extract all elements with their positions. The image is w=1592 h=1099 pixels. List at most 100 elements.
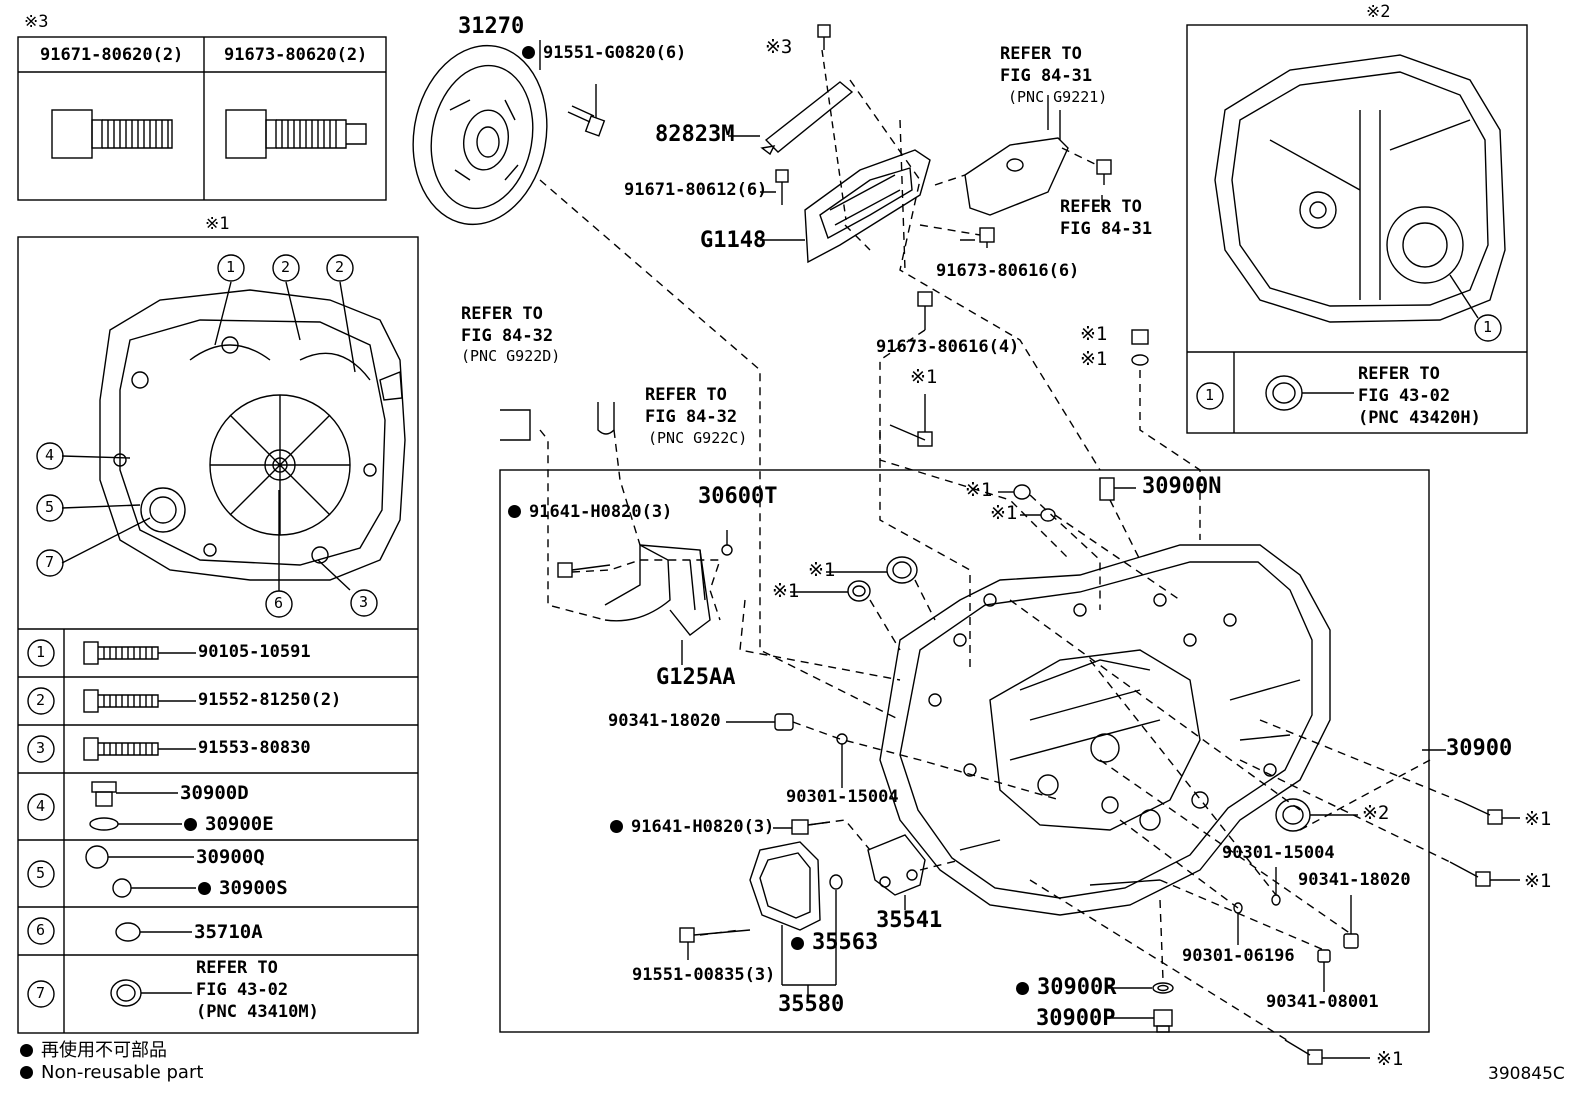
mark-1-ring-b: ※1 (990, 502, 1018, 524)
non-reusable-dot-icon (1016, 982, 1029, 995)
mark-1-plug: ※1 (1080, 323, 1108, 345)
part-35563-wrap: 35563 (791, 932, 878, 954)
non-reusable-dot-icon (791, 937, 804, 950)
transmission-housing-left-icon (99, 289, 406, 581)
callout-2b: 2 (335, 258, 345, 276)
mark-1-seal-b: ※1 (772, 580, 800, 602)
row-5-part-b-wrap: 30900S (198, 879, 288, 898)
legend-jp-text: 再使用不可部品 (41, 1040, 167, 1061)
seal-43410M-icon (110, 979, 192, 1007)
right-ref-c: (PNC 43420H) (1358, 408, 1481, 428)
drain-plug-icon (91, 781, 178, 807)
mark-1-seal-a: ※1 (808, 559, 836, 581)
right-row-num: 1 (1205, 386, 1215, 404)
callout-4: 4 (45, 446, 55, 464)
part-91551-g0820: 91551-G0820(6) (543, 43, 687, 63)
row-1-num: 1 (36, 643, 46, 661)
row-2-part: 91552-81250(2) (198, 690, 342, 710)
ref-922C-c: (PNC G922C) (648, 429, 748, 447)
transmission-main-icon (879, 544, 1331, 916)
part-90301-15004-a: 90301-15004 (786, 787, 899, 807)
non-reusable-dot-icon (610, 820, 623, 833)
part-G1148: G1148 (700, 228, 767, 253)
ref-922C-b: FIG 84-32 (645, 407, 738, 427)
plug-30900Q-icon (85, 845, 194, 869)
oil-cooler-pipe-G125AA-icon (604, 543, 711, 665)
part-30900R: 30900R (1037, 975, 1117, 1000)
cover-35580-icon (749, 841, 837, 1000)
non-reusable-dot-icon (198, 882, 211, 895)
part-90341-18020-b: 90341-18020 (1298, 870, 1411, 890)
bolt-90105-icon (83, 641, 196, 665)
row-3-part: 91553-80830 (198, 738, 311, 758)
gasket-icon (89, 817, 182, 831)
bracket-82823M-icon (728, 81, 854, 156)
mark-1-bolt-r2: ※1 (1524, 870, 1552, 892)
part-91641-b-wrap: 91641-H0820(3) (610, 818, 774, 836)
mark-3-top: ※3 (765, 36, 793, 58)
legend-en-text: Non-reusable part (41, 1062, 204, 1083)
ref-8431-a: REFER TO (1060, 197, 1142, 217)
row-5-part-b: 30900S (219, 877, 288, 899)
callout-6: 6 (274, 594, 284, 612)
control-module-G1148-icon (760, 149, 931, 264)
seal-35710A-icon (115, 922, 192, 942)
part-90341-08001: 90341-08001 (1266, 992, 1379, 1012)
part-31270: 31270 (458, 14, 525, 39)
callout-3: 3 (359, 593, 369, 611)
callout-2a: 2 (281, 258, 291, 276)
row-6-num: 6 (36, 921, 46, 939)
top-table-part-b: 91673-80620(2) (224, 45, 368, 65)
row-4-part-b-wrap: 30900E (184, 815, 274, 834)
ref-8431-b: FIG 84-31 (1060, 219, 1153, 239)
row-7-ref-a: REFER TO (196, 958, 278, 978)
mark-3-label: ※3 (24, 12, 49, 32)
part-30900N: 30900N (1142, 474, 1222, 499)
ref-G9221-b: FIG 84-31 (1000, 66, 1093, 86)
row-4-num: 4 (36, 797, 46, 815)
ref-G9221-c: (PNC G9221) (1008, 88, 1108, 106)
part-35541: 35541 (876, 908, 943, 933)
ref-G9221-a: REFER TO (1000, 44, 1082, 64)
legend-en: Non-reusable part (20, 1062, 203, 1083)
row-5-part-a: 30900Q (196, 846, 265, 868)
mark-2-label: ※2 (1366, 2, 1391, 22)
row-6-part: 35710A (194, 921, 263, 943)
top-table-part-a: 91671-80620(2) (40, 45, 184, 65)
bolt-91553-icon (83, 737, 196, 761)
part-91551-g0820-wrap: 91551-G0820(6) (522, 44, 686, 62)
row-4-part-a: 30900D (180, 782, 249, 804)
row-4-part-b: 30900E (205, 813, 274, 835)
part-G125AA: G125AA (656, 665, 736, 690)
bolt-91552-icon (83, 689, 196, 713)
bolt-91551-icon (567, 84, 606, 137)
mark-1-gasket: ※1 (1080, 348, 1108, 370)
mark-1-ring-a: ※1 (965, 479, 993, 501)
callout-5: 5 (45, 498, 55, 516)
bolt-91673-icon (225, 109, 367, 159)
part-91641-b: 91641-H0820(3) (631, 817, 775, 837)
right-housing-callout: 1 (1483, 318, 1493, 336)
right-ref-a: REFER TO (1358, 364, 1440, 384)
non-reusable-dot-icon (20, 1066, 33, 1079)
figure-id: 390845C (1488, 1064, 1565, 1084)
non-reusable-dot-icon (508, 505, 521, 518)
right-ref-b: FIG 43-02 (1358, 386, 1451, 406)
non-reusable-dot-icon (184, 818, 197, 831)
part-90301-15004-b: 90301-15004 (1222, 843, 1335, 863)
row-7-ref-c: (PNC 43410M) (196, 1002, 319, 1022)
mark-1-bolt-r1: ※1 (1524, 808, 1552, 830)
row-3-num: 3 (36, 739, 46, 757)
row-7-num: 7 (36, 984, 46, 1002)
non-reusable-dot-icon (20, 1044, 33, 1057)
part-30900P: 30900P (1036, 1006, 1116, 1031)
part-91641-a: 91641-H0820(3) (529, 502, 673, 522)
callout-1: 1 (226, 258, 236, 276)
mark-1-bolt-bottom: ※1 (1376, 1048, 1404, 1070)
cover-G9221-icon (964, 110, 1069, 216)
row-1-part: 90105-10591 (198, 642, 311, 662)
row-5-num: 5 (36, 864, 46, 882)
part-91671-80612: 91671-80612(6) (624, 180, 768, 200)
part-90301-06196: 90301-06196 (1182, 946, 1295, 966)
bolt-91671-icon (51, 109, 173, 159)
